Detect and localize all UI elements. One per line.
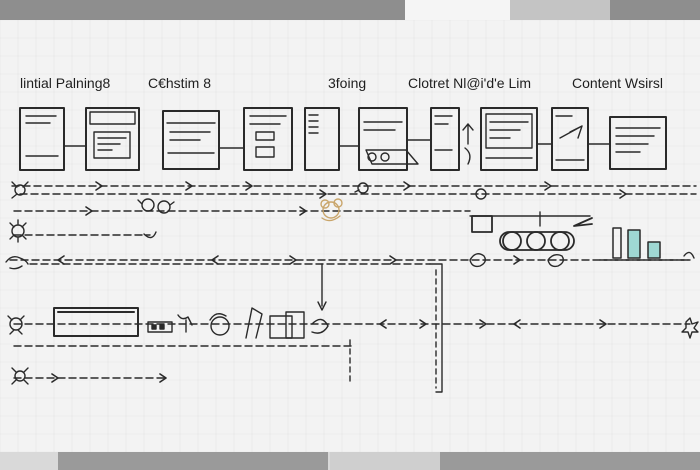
key-icon	[354, 182, 487, 200]
document-frame-5	[304, 107, 340, 171]
document-frame-8	[480, 107, 538, 171]
shell-icon	[469, 251, 695, 268]
flower-icon	[320, 198, 343, 222]
whiteboard: lintial Palning8 C€hstim 8 3foing Clotre…	[0, 20, 700, 452]
hand-icon	[5, 255, 29, 270]
bottom-bar-mid	[330, 452, 440, 470]
stage-label-customer: C€hstim 8	[148, 75, 212, 91]
film-reel-icon	[137, 198, 175, 214]
document-frame-4	[243, 107, 293, 171]
progress-bar	[53, 307, 139, 337]
document-frame-7	[430, 107, 474, 171]
document-frame-10	[609, 116, 667, 170]
bug-icon-2	[7, 315, 25, 335]
star-icon	[681, 317, 699, 339]
gear-icon	[9, 219, 27, 243]
document-frame-3	[162, 110, 220, 170]
background-grid	[0, 20, 700, 452]
pencil-icon	[143, 231, 157, 239]
document-frame-2	[85, 107, 140, 171]
bottom-bar-left	[58, 452, 328, 470]
stage-label-content-wireframes: Content Wsirsl	[572, 75, 664, 91]
top-bar-mid	[510, 0, 610, 20]
top-bar-gap	[405, 0, 510, 20]
document-frame-1	[19, 107, 65, 171]
stage-label-content-line: Clotret Nl@i'd'e Lim	[408, 75, 532, 91]
conveyor-machine	[471, 215, 593, 251]
stage-label-sourcing: 3foing	[328, 75, 367, 91]
vertical-connectors	[317, 211, 591, 393]
document-frame-9	[551, 107, 589, 171]
flow-lines	[9, 185, 697, 379]
stage-label-initial-planning: lintial Palning8	[20, 75, 111, 91]
gear-icon-2	[11, 367, 29, 385]
bottom-bar-right	[440, 452, 700, 470]
document-frame-6	[358, 107, 419, 171]
folder-icon	[147, 307, 329, 339]
bug-icon	[11, 181, 29, 199]
workflow-diagram	[5, 107, 699, 393]
flow-arrowheads	[51, 181, 627, 383]
top-bar-right	[610, 0, 700, 20]
top-bar-left	[0, 0, 405, 20]
frame-connectors	[63, 139, 611, 149]
bar-graph	[612, 227, 661, 259]
